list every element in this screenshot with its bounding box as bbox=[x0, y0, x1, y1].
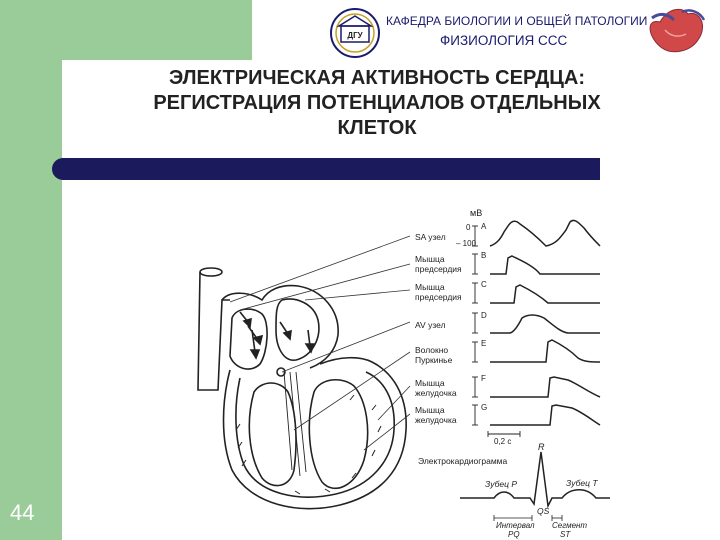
row-letter-f: F bbox=[481, 374, 486, 383]
left-atrium bbox=[275, 298, 320, 361]
slide-number: 44 bbox=[10, 500, 35, 525]
row-label-e-2: Пуркинье bbox=[415, 355, 453, 365]
action-potential-traces bbox=[489, 219, 601, 426]
ecg-st-segment-label-2: ST bbox=[560, 530, 571, 539]
top-green-block bbox=[0, 0, 252, 60]
row-letter-b: B bbox=[481, 251, 486, 260]
heart-illustration bbox=[197, 267, 407, 510]
university-logo-icon bbox=[330, 8, 380, 58]
row-label-a: SA узел bbox=[415, 232, 446, 242]
row-labels: SA узел Мышца предсердия Мышца предсерди… bbox=[415, 232, 462, 425]
conduction-bundle bbox=[283, 371, 307, 477]
voltage-scale-ticks bbox=[472, 225, 478, 426]
ecg-interval-brackets bbox=[493, 515, 563, 521]
content-panel bbox=[62, 60, 720, 540]
wall-arrows bbox=[235, 394, 382, 495]
trace-a bbox=[489, 219, 601, 247]
trace-c bbox=[490, 284, 600, 304]
ecg-r-label: R bbox=[538, 442, 545, 452]
title-line-1: ЭЛЕКТРИЧЕСКАЯ АКТИВНОСТЬ СЕРДЦА: bbox=[169, 67, 585, 89]
row-letters: A B C D E F G bbox=[481, 222, 487, 412]
department-name: КАФЕДРА БИОЛОГИИ И ОБЩЕЙ ПАТОЛОГИИ bbox=[386, 14, 648, 28]
row-label-b-1: Мышца bbox=[415, 254, 445, 264]
slide-title: ЭЛЕКТРИЧЕСКАЯ АКТИВНОСТЬ СЕРДЦА: РЕГИСТР… bbox=[62, 66, 692, 141]
ecg-qs-label: QS bbox=[537, 506, 550, 516]
row-label-c-1: Мышца bbox=[415, 282, 445, 292]
trace-g bbox=[490, 404, 601, 426]
title-underline-bar bbox=[62, 158, 600, 180]
right-atrium bbox=[229, 308, 268, 370]
row-label-f-1: Мышца bbox=[415, 378, 445, 388]
row-letter-c: C bbox=[481, 280, 487, 289]
left-green-strip bbox=[0, 0, 62, 540]
row-label-c-2: предсердия bbox=[415, 292, 462, 302]
row-letter-d: D bbox=[481, 311, 487, 320]
ecg-t-wave-label: Зубец T bbox=[566, 478, 598, 488]
trace-d bbox=[490, 314, 600, 334]
title-line-3: КЛЕТОК bbox=[337, 117, 417, 139]
heart-icon bbox=[649, 8, 706, 53]
vena-cava-opening bbox=[199, 267, 223, 277]
trace-e bbox=[490, 339, 601, 363]
row-letter-e: E bbox=[481, 339, 486, 348]
time-scale-label: 0,2 с bbox=[494, 437, 511, 446]
ecg-pq-interval-label-2: PQ bbox=[508, 530, 520, 539]
row-label-g-1: Мышца bbox=[415, 405, 445, 415]
logo-letters: ДГУ bbox=[347, 31, 363, 40]
vena-cava bbox=[197, 271, 230, 391]
ecg-p-wave-label: Зубец P bbox=[485, 479, 517, 489]
subject-name: ФИЗИОЛОГИЯ ССС bbox=[440, 33, 568, 48]
unit-label: мВ bbox=[470, 208, 482, 218]
row-label-d: AV узел bbox=[415, 320, 446, 330]
row-label-g-2: желудочка bbox=[415, 415, 457, 425]
ventricles-inner-wall bbox=[235, 371, 395, 498]
atria-outline bbox=[221, 284, 339, 369]
ventricles-outer bbox=[222, 356, 407, 510]
heart-arrows bbox=[239, 311, 316, 360]
minus100-label: – 100 bbox=[456, 239, 477, 248]
row-label-f-2: желудочка bbox=[415, 388, 457, 398]
ecg-pq-interval-label-1: Интервал bbox=[496, 521, 535, 530]
ecg-st-segment-label-1: Сегмент bbox=[552, 521, 587, 530]
trace-b bbox=[490, 255, 600, 275]
row-label-e-1: Волокно bbox=[415, 345, 448, 355]
title-line-2: РЕГИСТРАЦИЯ ПОТЕНЦИАЛОВ ОТДЕЛЬНЫХ bbox=[153, 92, 601, 114]
trace-f bbox=[490, 376, 601, 398]
pointer-lines bbox=[229, 235, 411, 451]
ecg-trace bbox=[460, 451, 610, 509]
time-scale-bar bbox=[487, 431, 521, 437]
left-ventricle bbox=[308, 379, 369, 490]
row-label-b-2: предсердия bbox=[415, 264, 462, 274]
ecg-title: Электрокардиограмма bbox=[418, 456, 508, 466]
zero-label: 0 bbox=[466, 223, 471, 232]
av-node-marker bbox=[276, 367, 286, 377]
row-letter-a: A bbox=[481, 222, 487, 231]
right-ventricle bbox=[248, 382, 297, 487]
row-letter-g: G bbox=[481, 403, 487, 412]
